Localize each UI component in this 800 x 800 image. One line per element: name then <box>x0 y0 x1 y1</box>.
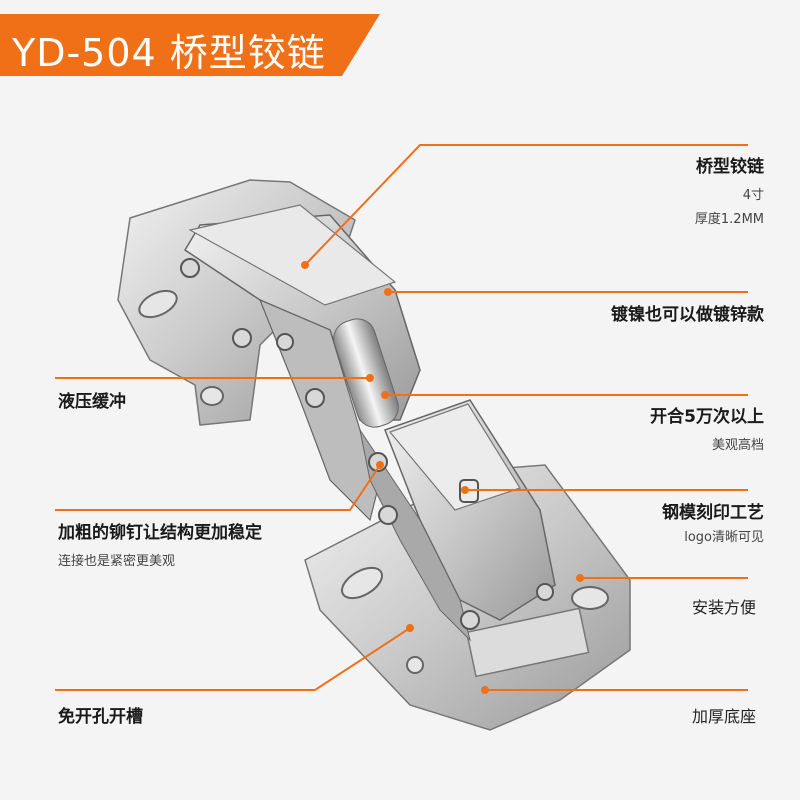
label-rivet: 加粗的铆钉让结构更加稳定 <box>58 523 262 543</box>
label-plating: 镀镍也可以做镀锌款 <box>611 305 764 325</box>
title-banner <box>0 14 380 76</box>
label-stamp: 钢模刻印工艺 <box>662 503 764 523</box>
label-base: 加厚底座 <box>691 707 756 726</box>
label-stamp-sub: logo清晰可见 <box>684 530 764 545</box>
hinge-arms <box>183 204 556 642</box>
rivets <box>180 258 554 630</box>
page-title: YD-504 桥型铰链 <box>12 31 326 75</box>
label-install: 安装方便 <box>691 598 756 617</box>
label-cycles: 开合5万次以上 <box>650 407 764 427</box>
label-cycles-sub: 美观高档 <box>711 438 764 453</box>
label-no-drill: 免开孔开槽 <box>58 707 143 727</box>
label-size: 4寸 <box>742 188 764 203</box>
callout-dots <box>301 261 584 694</box>
label-thickness: 厚度1.2MM <box>694 212 764 227</box>
label-hinge-type: 桥型铰链 <box>696 157 764 177</box>
label-rivet-sub: 连接也是紧密更美观 <box>58 554 176 569</box>
label-hydraulic: 液压缓冲 <box>58 392 126 412</box>
callout-lines <box>55 144 748 691</box>
